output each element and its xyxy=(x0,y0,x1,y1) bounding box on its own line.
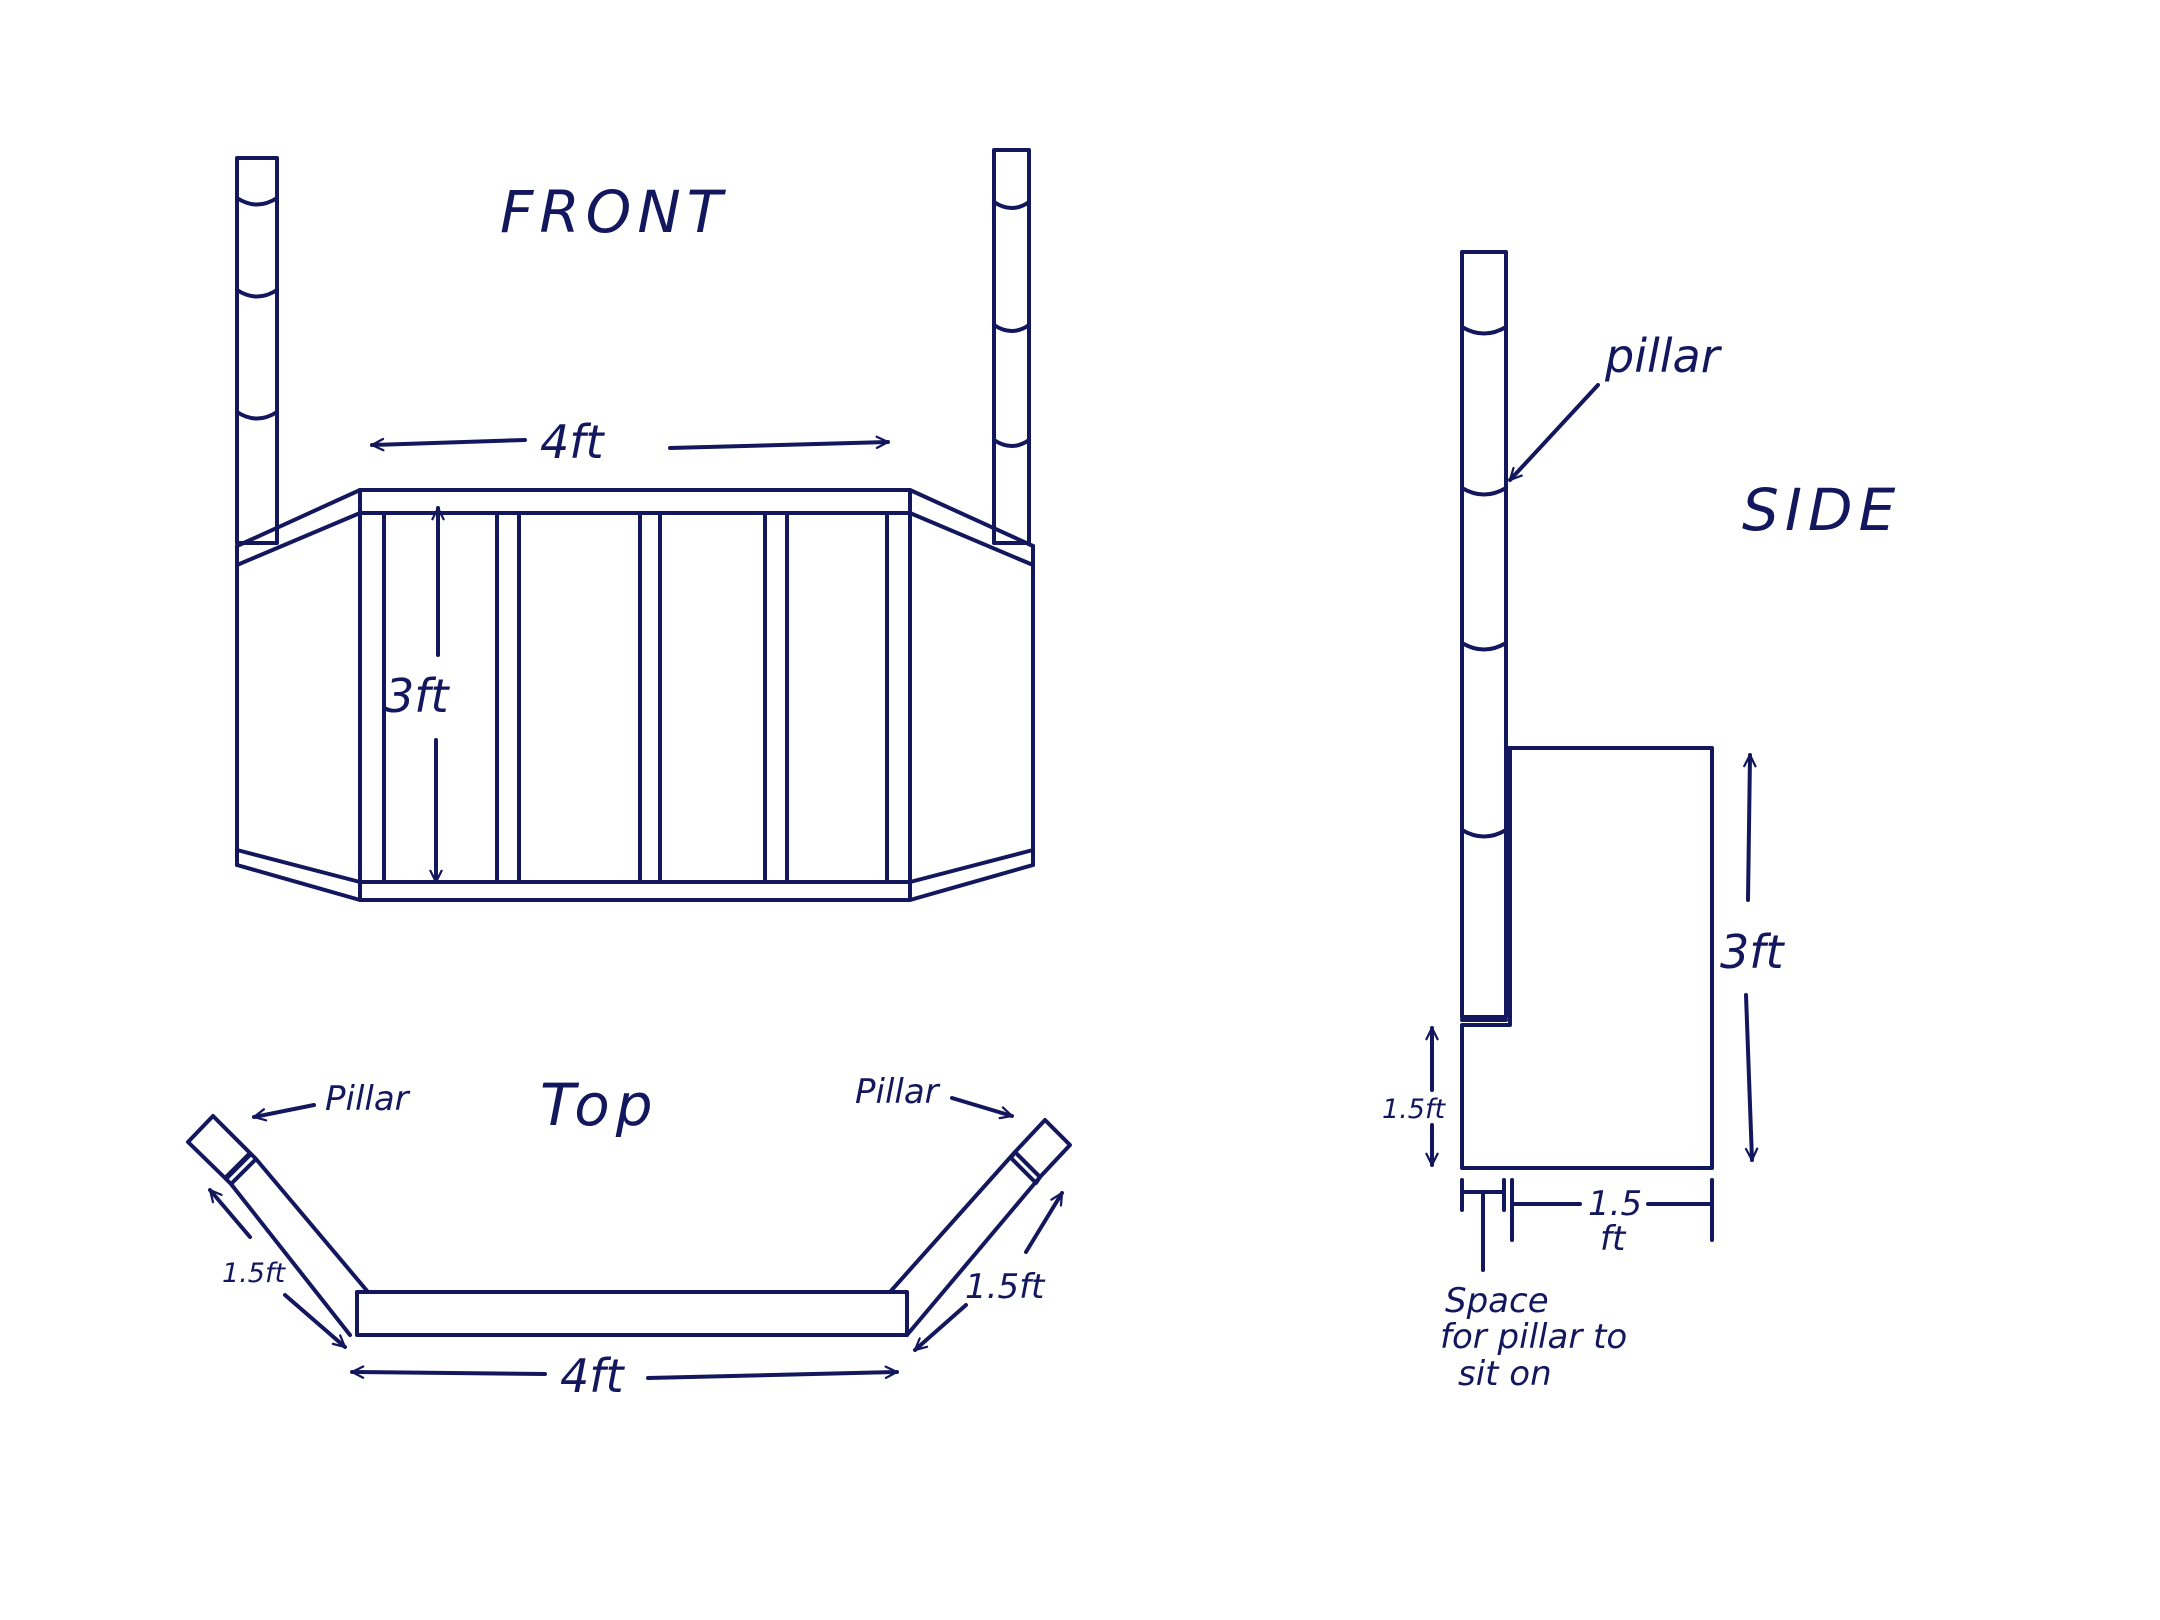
front-height-dimension xyxy=(429,506,445,884)
front-right-wing xyxy=(908,488,1035,902)
top-left-pillar-label: Pillar xyxy=(325,1079,411,1119)
front-left-wing xyxy=(235,488,362,902)
top-right-arm-label: 1.5ft xyxy=(965,1267,1046,1307)
top-view-title: Top xyxy=(540,1071,659,1139)
top-view xyxy=(186,1096,1072,1380)
side-pillar-label: pillar xyxy=(1604,329,1723,383)
side-view-title: SIDE xyxy=(1742,476,1901,544)
top-left-pillar xyxy=(186,1114,258,1186)
top-left-arm xyxy=(229,1157,370,1337)
top-right-arm xyxy=(888,1150,1042,1337)
top-right-arm-dim-lower xyxy=(913,1303,968,1352)
side-view xyxy=(1425,250,1759,1272)
front-right-pillar xyxy=(992,148,1031,545)
side-note-line-3: sit on xyxy=(1458,1354,1552,1394)
top-right-arm-dim-upper xyxy=(1024,1191,1064,1254)
top-left-pillar-arrow xyxy=(252,1103,316,1122)
top-right-pillar xyxy=(1009,1118,1072,1185)
side-depth-label-1: 1.5 xyxy=(1588,1184,1642,1224)
front-view xyxy=(235,148,1035,902)
front-left-pillar xyxy=(235,156,279,545)
top-left-arm-dim-lower xyxy=(283,1293,347,1349)
front-view-title: FRONT xyxy=(500,178,728,246)
side-height-dim-upper xyxy=(1743,753,1757,902)
top-right-pillar-label: Pillar xyxy=(855,1072,941,1112)
front-height-label: 3ft xyxy=(385,669,450,723)
front-width-dimension xyxy=(370,435,890,452)
top-right-pillar-arrow xyxy=(950,1096,1014,1120)
front-width-label: 4ft xyxy=(540,415,605,469)
side-depth-label-2: ft xyxy=(1600,1219,1627,1259)
side-height-label: 3ft xyxy=(1720,925,1785,979)
side-base-height-label: 1.5ft xyxy=(1382,1094,1446,1125)
side-height-dim-lower xyxy=(1744,993,1759,1162)
front-center-panel xyxy=(358,488,912,902)
top-width-dim-right xyxy=(646,1365,899,1380)
top-left-arm-label: 1.5ft xyxy=(222,1258,286,1289)
top-bottom-bar xyxy=(355,1290,909,1337)
top-width-label: 4ft xyxy=(560,1349,625,1403)
top-width-dim-left xyxy=(350,1365,547,1379)
side-note-line-1: Space xyxy=(1445,1281,1549,1321)
side-note-line-2: for pillar to xyxy=(1440,1317,1627,1357)
side-pillar-arrow xyxy=(1508,383,1600,482)
side-pillar xyxy=(1460,250,1508,1022)
side-body xyxy=(1460,746,1714,1170)
top-left-arm-dim-upper xyxy=(208,1188,252,1239)
